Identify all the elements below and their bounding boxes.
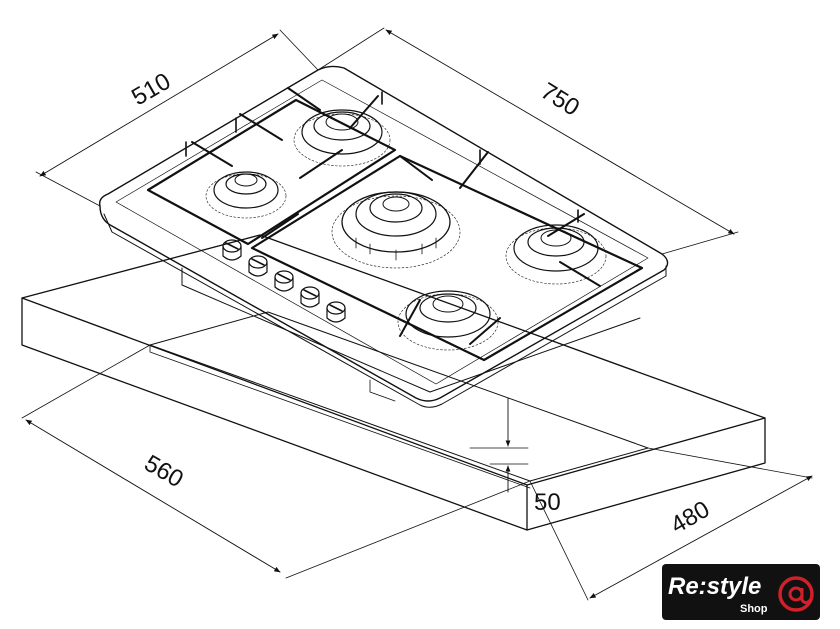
knob-1	[222, 239, 242, 261]
cart-at-icon	[778, 576, 814, 612]
restyle-shop-logo: Re:style Shop	[662, 564, 820, 620]
dimension-label-50: 50	[534, 489, 561, 516]
logo-subtitle: Shop	[740, 603, 768, 615]
burner-front-left	[205, 171, 287, 219]
burner-rear-left	[293, 109, 391, 167]
dimension-cutout-width: 560	[21, 344, 531, 579]
dimension-label-510: 510	[127, 68, 175, 111]
right-grate	[250, 154, 644, 362]
burner-rear-right	[505, 224, 607, 285]
burner-center-wok	[331, 191, 461, 269]
dimension-label-560: 560	[140, 450, 188, 493]
knob-4	[300, 286, 320, 308]
pan-supports	[146, 87, 644, 362]
countertop-cutout	[149, 311, 649, 482]
dimension-label-750: 750	[536, 78, 584, 122]
hob-top-plate	[98, 65, 669, 402]
dimension-label-480: 480	[666, 496, 714, 539]
control-knobs	[222, 239, 346, 323]
knob-3	[274, 270, 294, 292]
dimension-hob-depth: 510	[35, 29, 319, 207]
countertop-slab	[21, 234, 766, 531]
logo-wordmark: Re:style	[668, 573, 761, 600]
dimension-cutout-height: 50	[469, 397, 561, 516]
knob-2	[248, 255, 268, 277]
burners	[205, 109, 607, 351]
burner-front-right	[397, 290, 499, 351]
knob-5	[326, 301, 346, 323]
